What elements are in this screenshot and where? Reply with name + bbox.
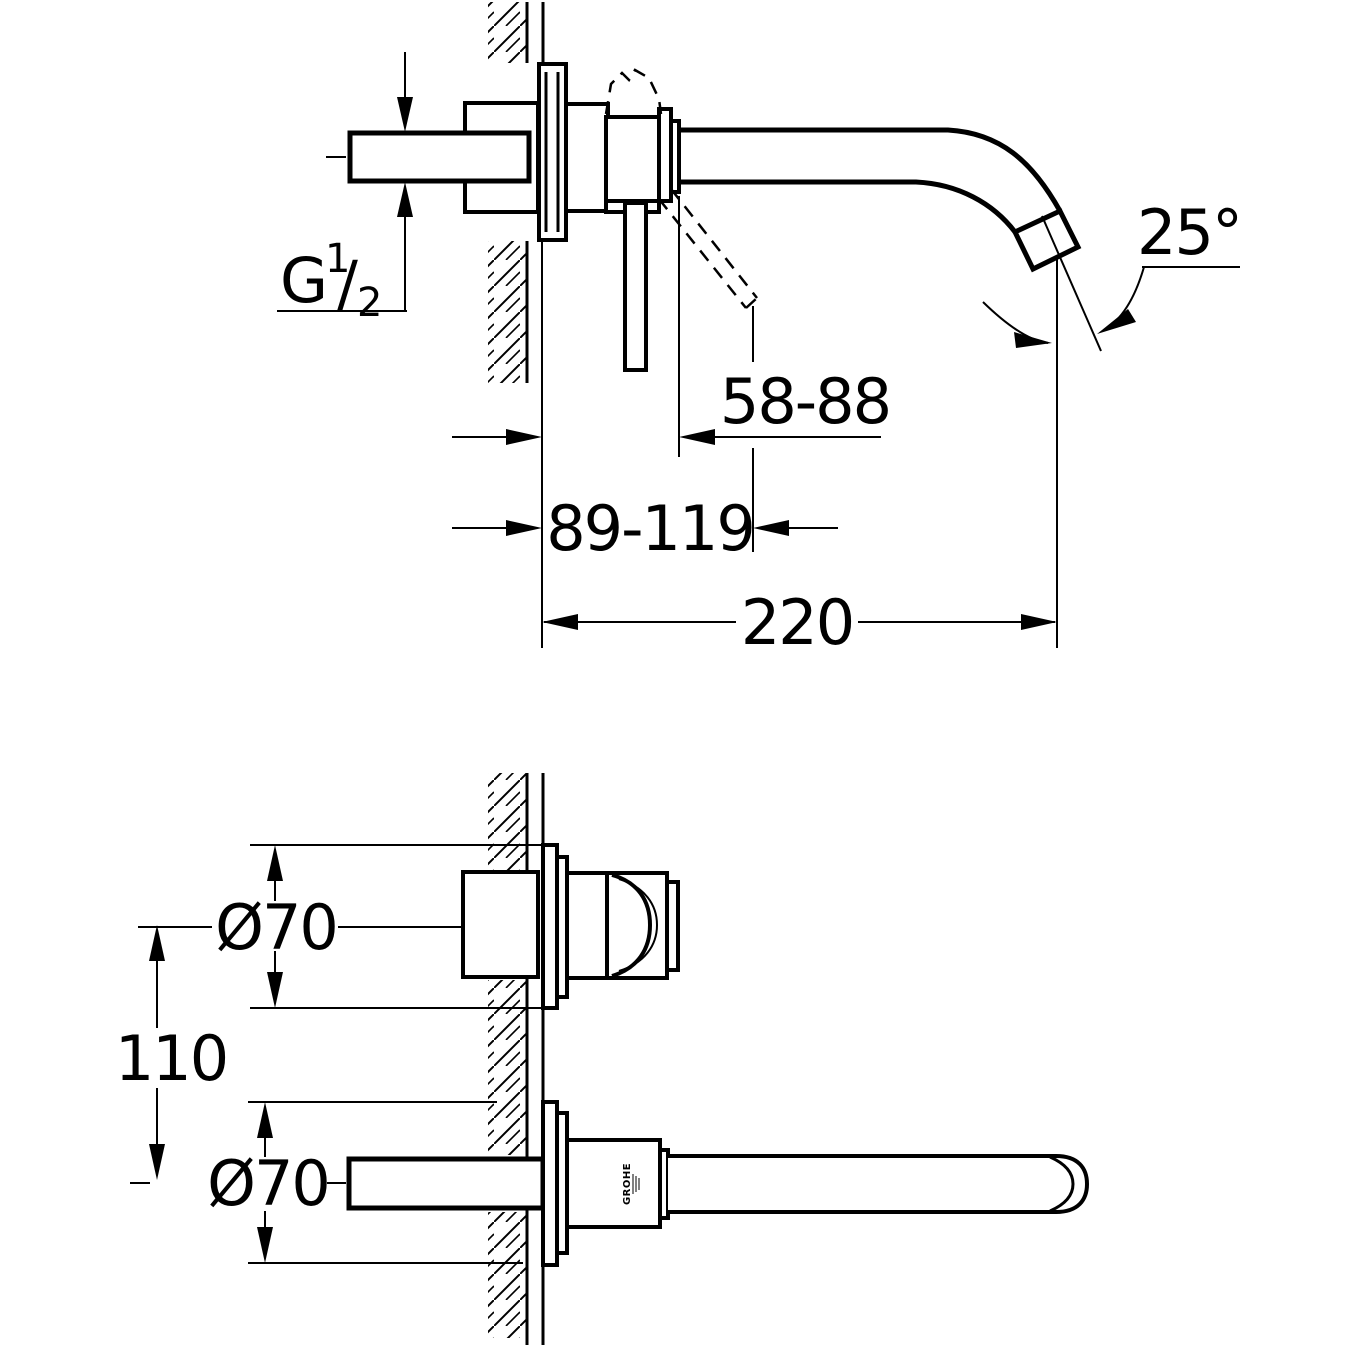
lever-end-cap [665,880,680,972]
handle-lever [623,201,648,372]
dim-d70-top-label: Ø70 [215,891,337,964]
mixer-body [564,102,681,214]
thread-numerator: 1 [325,236,350,282]
supply-pipe [326,130,532,184]
grohe-logo: GROHE [622,1163,640,1205]
dim-d70-bottom-label: Ø70 [207,1147,329,1220]
dim-220-label: 220 [741,586,853,659]
spout-base [565,1138,662,1229]
dim-89-119-label: 89-119 [546,492,754,565]
dimension-25-deg: 25° [982,196,1243,352]
valve-escutcheon [541,843,559,1010]
spout-escutcheon [541,1100,559,1267]
bottom-view-plan: GROHE Ø70 110 [115,773,1090,1345]
spout-axis-line [1041,215,1102,352]
wall-section-lines-top-view [525,2,545,383]
thread-denominator: 2 [357,280,382,326]
knob-body [565,871,609,980]
spout-top-view [679,127,1082,273]
arrowhead-up [397,182,413,217]
grohe-logo-text: GROHE [622,1163,633,1205]
dimension-d70-top: Ø70 [138,844,541,1009]
arrowhead-down [397,97,413,132]
thread-slash: / [337,247,358,320]
dimension-g-half [277,52,413,312]
dimension-58-88: 58-88 [452,196,892,457]
dim-110-label: 110 [115,1022,227,1095]
dim-58-88-label: 58-88 [720,365,890,438]
lever-dome-arc-inner [618,878,659,972]
spout-aerator-tip [1011,207,1082,273]
dimension-110: 110 [115,925,229,1180]
wall-hatching-top-view [488,2,527,383]
concealed-spout-tube [346,1156,546,1211]
escutcheon-top-view [537,62,568,242]
dim-25-deg-label: 25° [1137,196,1241,269]
cartridge-ring-inner [669,119,681,194]
valve-trim-plan [541,843,680,1010]
spout-tube-plan [668,1154,1090,1214]
dimension-d70-bottom: Ø70 [130,1101,523,1264]
spout-trim-plan [541,1100,1090,1267]
thread-letter: G [280,244,326,317]
spout-tip-arc [1049,1155,1075,1213]
handle-lever-dashed-up [604,68,663,115]
concealed-valve-body-plan [461,870,540,979]
thread-size-label: G 1 / 2 [280,236,382,326]
dimension-89-119: 89-119 [452,306,838,565]
dimension-220: 220 [542,258,1058,659]
wall-hatching-bottom-view [488,773,527,1338]
handle-lever-dashed-rotated [658,188,758,309]
top-view-side-elevation: G 1 / 2 58-88 89-119 [277,2,1243,659]
